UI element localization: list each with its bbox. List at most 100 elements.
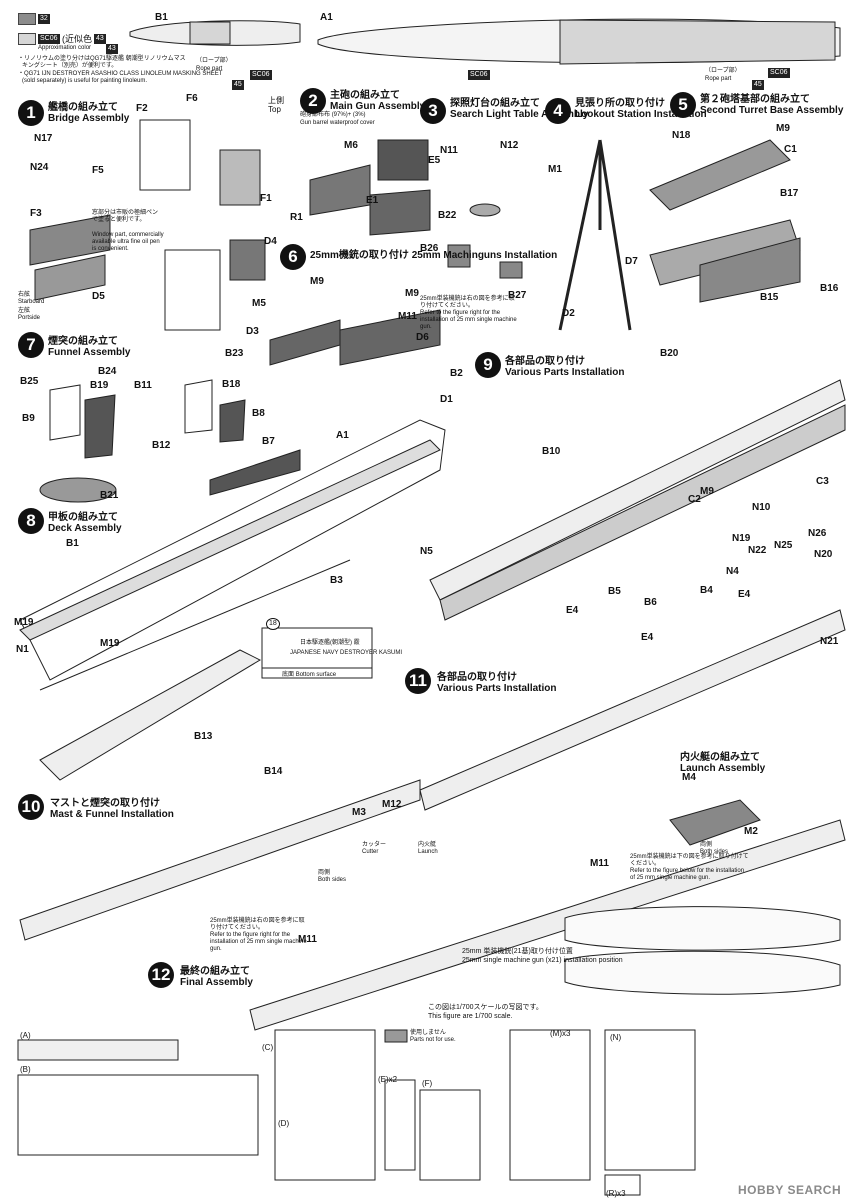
mg2-note-jp: 25mm単装機銃は下の図を参考に取り付けてください。 (630, 854, 749, 867)
runner-b-label: (B) (20, 1065, 31, 1074)
step-2-number: 2 (300, 88, 326, 114)
color-swatch-gray (18, 13, 36, 25)
window-note-jp: 窓部分は市販の極細ペンで塗ると便利です。 (92, 210, 159, 223)
part-label: M9 (310, 276, 324, 287)
step-8-number: 8 (18, 508, 44, 534)
part-label: B26 (420, 243, 439, 254)
part-label: A1 (336, 430, 349, 441)
part-label: M3 (352, 807, 366, 818)
part-label: B13 (194, 731, 213, 742)
part-label: B19 (90, 380, 109, 391)
part-label: M1 (548, 164, 562, 175)
part-label: B25 (20, 376, 39, 387)
part-label: B10 (542, 446, 561, 457)
sc06-top-3: SC06 (768, 68, 790, 78)
part-label: B17 (780, 188, 799, 199)
part-label: D5 (92, 291, 105, 302)
part-label: M19 (100, 638, 120, 649)
part-label: M5 (252, 298, 266, 309)
masking-en1: ・QG71 IJN DESTROYER ASASHIO CLASS LINOLE… (18, 71, 223, 77)
decal-ship-name-jp: 日本駆逐艦(朝潮型) 霰 (300, 640, 360, 646)
runner-n-label: (N) (610, 1033, 622, 1042)
part-label: B2 (450, 368, 463, 379)
part-label-b1-top: B1 (155, 12, 168, 23)
step-6-number: 6 (280, 244, 306, 270)
part-label: N12 (500, 140, 519, 151)
part-label: B27 (508, 290, 527, 301)
mg-note-en: Refer to the figure right for the instal… (420, 310, 517, 330)
part-label: N22 (748, 545, 767, 556)
part-label: N24 (30, 162, 49, 173)
part-label: N21 (820, 636, 839, 647)
runner-a-label: (A) (20, 1031, 31, 1040)
part-label: E5 (428, 155, 441, 166)
part-label: B22 (438, 210, 457, 221)
step-1-number: 1 (18, 100, 44, 126)
part-label: D4 (264, 236, 277, 247)
mg2-note-en: Refer to the figure below for the instal… (630, 868, 745, 881)
part-label: C3 (816, 476, 829, 487)
step-6-title: 25mm機銃の取り付け 25mm Machinguns Installation (310, 250, 558, 261)
window-note-en: Window part, commercially available ultr… (92, 232, 164, 252)
part-label: F1 (260, 193, 272, 204)
part-label: B11 (134, 380, 152, 391)
unused-parts-en: Parts not for use. (410, 1037, 456, 1043)
mg-position-jp: 25mm 単装機銃(21基)取り付け位置 (462, 948, 573, 955)
part-label: B3 (330, 575, 343, 586)
color-swatch-light (18, 33, 36, 45)
part-label: M11 (298, 934, 317, 945)
part-label: M2 (744, 826, 758, 837)
part-label: B24 (98, 366, 117, 377)
rope-en-1: Rope part (196, 66, 223, 72)
part-label: D6 (416, 332, 429, 343)
hobby-search-watermark: HOBBY SEARCH (738, 1183, 842, 1197)
part-label: B7 (262, 436, 275, 447)
masking-jp2: キングシート（別売）が便利です。 (22, 63, 118, 69)
part-label: B18 (222, 379, 241, 390)
part-label: D2 (562, 308, 575, 319)
runner-f-label: (F) (422, 1079, 433, 1088)
part-label: F2 (136, 103, 148, 114)
mg-position-en: 25mm single machine gun (x21) installati… (462, 957, 623, 964)
n45-top-2: 45 (752, 80, 764, 90)
part-label: C2 (688, 494, 701, 505)
part-label: M9 (776, 123, 790, 134)
approx-code-badge: SC06 (38, 34, 60, 44)
part-label: D7 (625, 256, 638, 267)
n45-top: 45 (232, 80, 244, 90)
part-label: E4 (566, 605, 579, 616)
part-label: M9 (700, 486, 714, 497)
step-5-number: 5 (670, 92, 696, 118)
step-3-number: 3 (420, 98, 446, 124)
part-label: B6 (644, 597, 657, 608)
part-label: R1 (290, 212, 303, 223)
approx-en: Approximation color (38, 45, 92, 51)
part-label: M19 (14, 617, 34, 628)
runner-m-label: (M)x3 (550, 1029, 571, 1038)
part-label: D1 (440, 394, 453, 405)
unused-parts-jp: 使用しません (410, 1030, 446, 1036)
part-label: N26 (808, 528, 827, 539)
gun-cover-jp: 砲身部布布 (97%)+ (3%) (300, 112, 366, 118)
part-label: M4 (682, 772, 696, 783)
scale-note-jp: この図は1/700スケールの写図です。 (428, 1004, 543, 1011)
part-label: N10 (752, 502, 771, 513)
part-label: N1 (16, 644, 29, 655)
part-label: M6 (344, 140, 358, 151)
step-11-number: 11 (405, 668, 431, 694)
step-4-number: 4 (545, 98, 571, 124)
runner-c-label: (C) (262, 1043, 274, 1052)
runner-e-label: (E)x2 (378, 1075, 398, 1084)
